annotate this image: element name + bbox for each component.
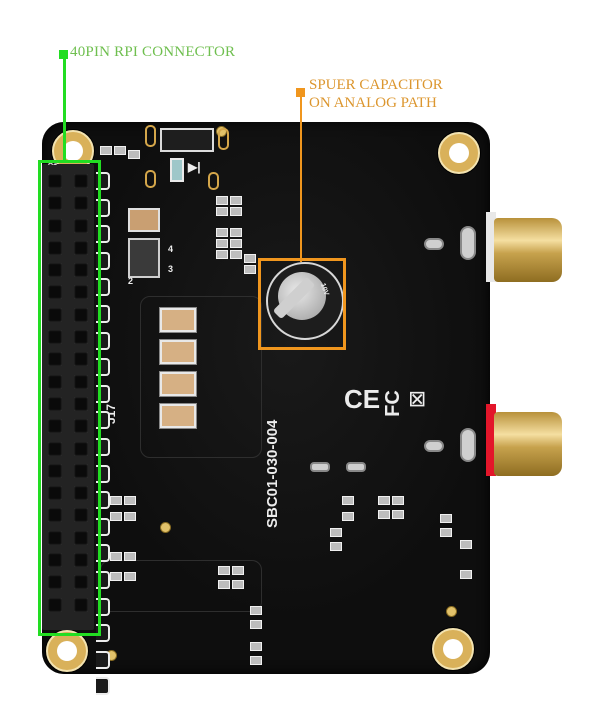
smd-resistor (342, 512, 354, 521)
smd-resistor (114, 146, 126, 155)
smd-resistor (330, 542, 342, 551)
mounting-hole-bottom-right (432, 628, 474, 670)
gold-pad (145, 170, 156, 188)
solder-pad (346, 462, 366, 472)
gold-pad (218, 128, 229, 150)
pcb-board (42, 122, 490, 674)
ceramic-capacitor (160, 340, 196, 364)
ic-pin-label: 2 (128, 276, 134, 286)
mounting-hole-top-right (438, 132, 480, 174)
smd-resistor (232, 566, 244, 575)
ceramic-capacitor (160, 372, 196, 396)
capacitor-label-line1: SPUER CAPACITOR (309, 77, 443, 93)
ce-mark-icon: CE (344, 384, 381, 414)
smd-resistor (128, 150, 140, 159)
rca-base-red (486, 404, 496, 476)
smd-resistor (378, 510, 390, 519)
solder-pad (310, 462, 330, 472)
rca-mount-slot (460, 428, 476, 462)
resistor-array (214, 194, 230, 218)
resistor-array (214, 226, 230, 261)
ic-chip (128, 238, 160, 278)
smd-resistor (250, 606, 262, 615)
solder-pad (424, 440, 444, 452)
ceramic-capacitor (160, 308, 196, 332)
smd-resistor (100, 146, 112, 155)
smd-resistor (124, 496, 136, 505)
smd-resistor (110, 512, 122, 521)
pcb-board-shading (42, 122, 490, 674)
ic-pin-label: 3 (168, 264, 174, 274)
connector-callout-marker (59, 50, 68, 59)
smd-resistor (124, 572, 136, 581)
board-model-number: SBC01-030-004 (264, 419, 281, 528)
rca-base-white (486, 212, 496, 282)
smd-resistor (440, 528, 452, 537)
led-indicator (170, 158, 184, 182)
resistor-array (228, 194, 244, 218)
gold-pad (208, 172, 219, 190)
solder-pad (424, 238, 444, 250)
smd-resistor (110, 496, 122, 505)
smd-resistor (392, 510, 404, 519)
capacitor-callout-line (300, 92, 302, 262)
rca-mount-slot (460, 226, 476, 260)
fcc-mark-icon: FC (381, 390, 404, 417)
smd-resistor (378, 496, 390, 505)
smd-resistor (250, 656, 262, 665)
diode-package (160, 128, 214, 152)
pcb-trace (140, 296, 262, 458)
gpio-header-40pin (42, 164, 94, 630)
smd-resistor (218, 580, 230, 589)
smd-resistor (124, 512, 136, 521)
diode-symbol-icon: ▶| (188, 160, 201, 174)
smd-resistor (232, 580, 244, 589)
connector-callout-label: 40PIN RPI CONNECTOR (70, 44, 236, 60)
resistor-array (228, 226, 244, 261)
smd-resistor (330, 528, 342, 537)
pin1-marker: A1 (48, 160, 57, 167)
smd-resistor (440, 514, 452, 523)
connector-highlight-box (38, 160, 101, 636)
smd-resistor (250, 642, 262, 651)
smd-resistor (124, 552, 136, 561)
resistor-array (242, 252, 258, 276)
test-point (446, 606, 457, 617)
smd-resistor (218, 566, 230, 575)
ic-pin-label: 4 (168, 244, 174, 254)
capacitor-callout-marker (296, 88, 305, 97)
capacitor-highlight-box (258, 258, 346, 350)
smd-resistor (392, 496, 404, 505)
ceramic-capacitor (160, 404, 196, 428)
capacitor-callout-label: SPUER CAPACITOR ON ANALOG PATH (309, 76, 443, 112)
smd-resistor (110, 552, 122, 561)
connector-callout-line (63, 54, 66, 162)
smd-resistor (460, 540, 472, 549)
smd-resistor (110, 572, 122, 581)
gold-pad (145, 125, 156, 147)
weee-bin-icon: ⊠ (408, 386, 427, 411)
test-point (160, 522, 171, 533)
rca-connector-right[interactable] (494, 412, 562, 476)
smd-resistor (460, 570, 472, 579)
smd-resistor (342, 496, 354, 505)
mounting-hole-bottom-left (46, 630, 88, 672)
smd-resistor (250, 620, 262, 629)
capacitor-label-line2: ON ANALOG PATH (309, 95, 437, 111)
smd-capacitor (128, 208, 160, 232)
rca-connector-left[interactable] (494, 218, 562, 282)
